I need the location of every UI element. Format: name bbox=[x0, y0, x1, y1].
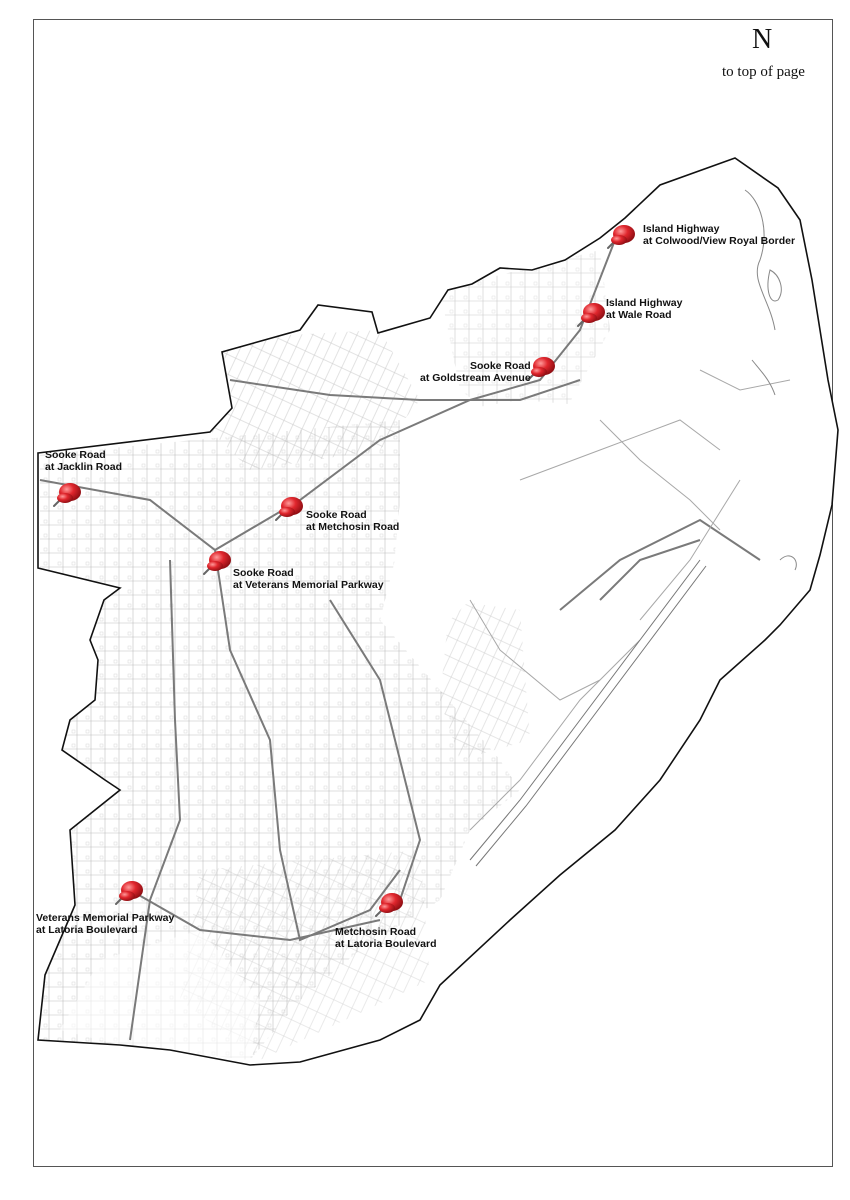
to-top-link[interactable]: to top of page bbox=[722, 64, 805, 80]
coastal-rail-corridor bbox=[469, 559, 707, 867]
pushpin-icon[interactable] bbox=[115, 881, 143, 905]
marker-label-line2: at Goldstream Avenue bbox=[420, 372, 531, 384]
marker-label-island-colwood[interactable]: Island Highway at Colwood/View Royal Bor… bbox=[643, 223, 795, 247]
pushpin-icon[interactable] bbox=[203, 551, 231, 575]
marker-label-metchosin-latoria[interactable]: Metchosin Road at Latoria Boulevard bbox=[335, 926, 437, 950]
marker-label-sooke-jacklin[interactable]: Sooke Road at Jacklin Road bbox=[45, 449, 122, 473]
marker-label-sooke-veterans[interactable]: Sooke Road at Veterans Memorial Parkway bbox=[233, 567, 384, 591]
municipal-boundary bbox=[37, 157, 839, 1066]
marker-label-line1: Island Highway bbox=[643, 223, 720, 235]
pushpin-icon[interactable] bbox=[275, 497, 303, 521]
pushpin-icon[interactable] bbox=[527, 357, 555, 381]
water-features bbox=[744, 189, 797, 571]
trails bbox=[469, 369, 791, 831]
north-arrow-label: N bbox=[752, 24, 773, 55]
marker-label-line2: at Metchosin Road bbox=[306, 521, 400, 533]
marker-label-line1: Island Highway bbox=[606, 297, 683, 309]
pushpin-icon[interactable] bbox=[375, 893, 403, 917]
marker-label-line2: at Veterans Memorial Parkway bbox=[233, 579, 384, 591]
pushpin-icon[interactable] bbox=[53, 483, 81, 507]
marker-label-line2: at Latoria Boulevard bbox=[36, 924, 138, 936]
marker-label-line2: at Jacklin Road bbox=[45, 461, 123, 473]
marker-label-island-wale[interactable]: Island Highway at Wale Road bbox=[606, 297, 682, 321]
marker-label-line2: at Colwood/View Royal Border bbox=[643, 235, 796, 247]
marker-label-line1: Metchosin Road bbox=[335, 926, 417, 938]
street-network bbox=[40, 250, 820, 1060]
pushpin-icon[interactable] bbox=[607, 225, 635, 249]
marker-label-sooke-metchosin[interactable]: Sooke Road at Metchosin Road bbox=[306, 509, 399, 533]
marker-label-line1: Sooke Road bbox=[469, 360, 531, 372]
pushpin-icon[interactable] bbox=[577, 303, 605, 327]
marker-label-line1: Sooke Road bbox=[306, 509, 367, 521]
marker-label-veterans-latoria[interactable]: Veterans Memorial Parkway at Latoria Bou… bbox=[36, 912, 174, 936]
marker-label-sooke-goldstream[interactable]: Sooke Road at Goldstream Avenue bbox=[420, 360, 531, 384]
marker-label-line2: at Latoria Boulevard bbox=[335, 938, 437, 950]
map-markers bbox=[53, 225, 635, 917]
marker-label-line1: Sooke Road bbox=[233, 567, 294, 579]
marker-label-line1: Sooke Road bbox=[45, 449, 106, 461]
marker-label-line1: Veterans Memorial Parkway bbox=[36, 912, 175, 924]
marker-label-line2: at Wale Road bbox=[606, 309, 672, 321]
major-roads bbox=[39, 239, 761, 1041]
